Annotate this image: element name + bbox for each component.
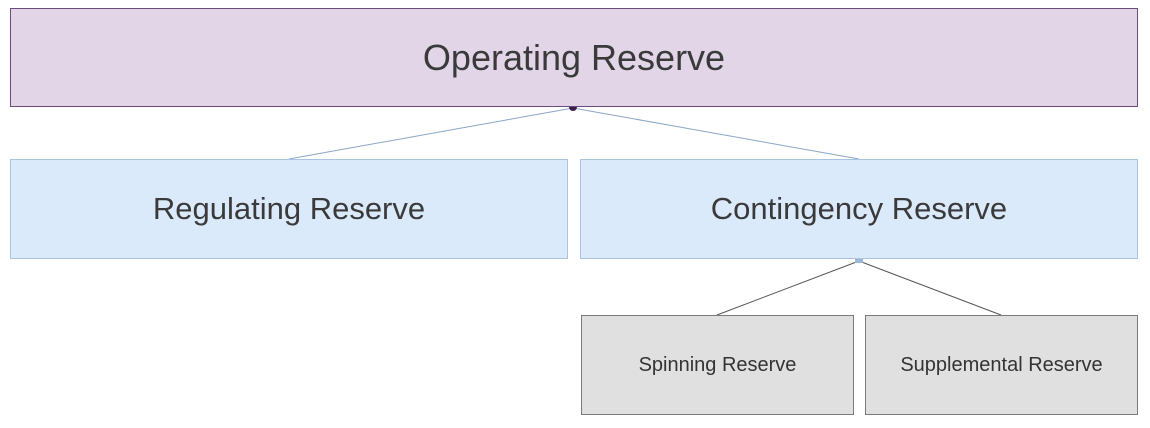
node-regulating-reserve[interactable]: Regulating Reserve	[10, 159, 568, 259]
node-contingency-reserve[interactable]: Contingency Reserve	[580, 159, 1138, 259]
connector-contingency-to-supplemental	[858, 260, 1002, 316]
node-operating-reserve-label: Operating Reserve	[422, 36, 726, 78]
connector-root-to-regulating	[288, 107, 574, 160]
connector-root-to-contingency	[572, 107, 860, 160]
connector-contingency-to-spinning	[716, 260, 860, 316]
node-operating-reserve[interactable]: Operating Reserve	[10, 8, 1138, 107]
node-contingency-reserve-label: Contingency Reserve	[710, 191, 1008, 226]
node-supplemental-reserve-label: Supplemental Reserve	[900, 353, 1103, 376]
node-spinning-reserve[interactable]: Spinning Reserve	[581, 315, 854, 415]
node-regulating-reserve-label: Regulating Reserve	[152, 191, 426, 226]
node-supplemental-reserve[interactable]: Supplemental Reserve	[865, 315, 1138, 415]
node-spinning-reserve-label: Spinning Reserve	[638, 353, 797, 376]
